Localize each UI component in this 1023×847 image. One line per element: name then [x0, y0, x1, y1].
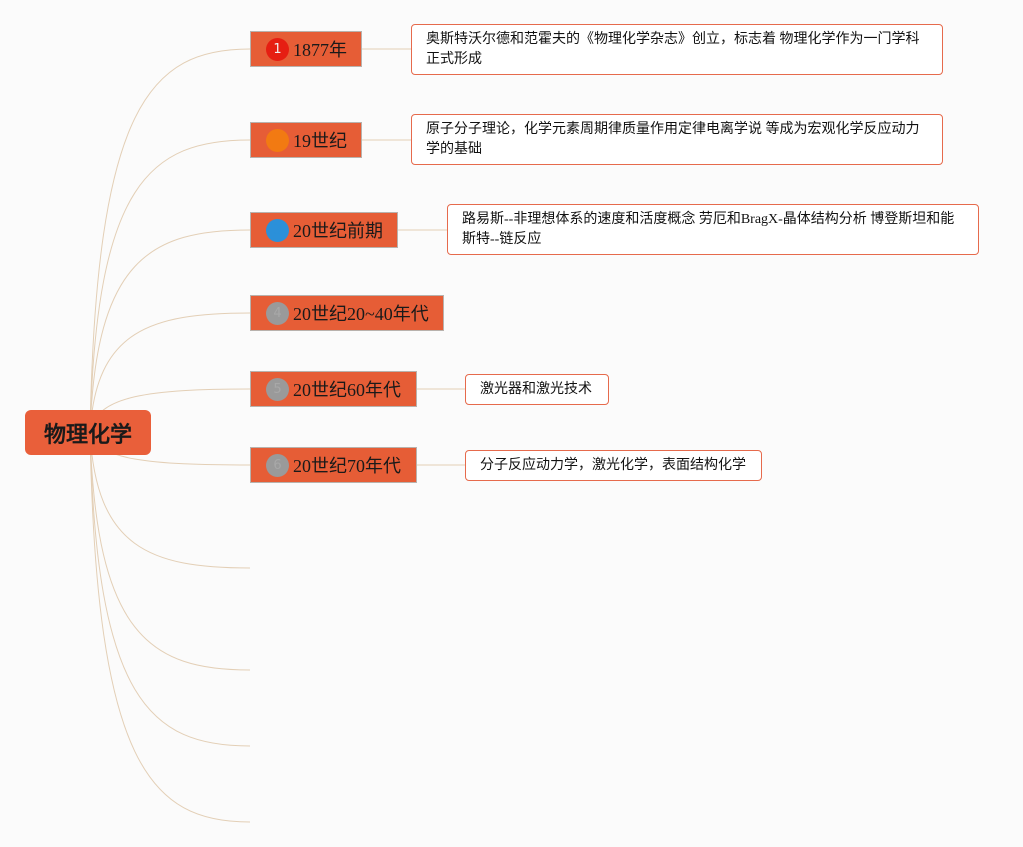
priority-6-icon: 6 — [266, 453, 289, 477]
branch-label: 20世纪60年代 — [293, 380, 401, 400]
connector-branch-4 — [89, 312, 251, 433]
priority-4-icon: 4 — [266, 301, 289, 325]
branch-node-5[interactable]: 5 20世纪60年代 — [250, 371, 417, 407]
note-text: 激光器和激光技术 — [480, 381, 592, 397]
connector-branch-1 — [89, 48, 251, 433]
root-label: 物理化学 — [43, 422, 132, 448]
connector-empty-3 — [89, 431, 251, 747]
note-text: 路易斯--非理想体系的速度和活度概念 劳厄和BragX-晶体结构分析 博登斯坦和… — [462, 212, 955, 247]
note-1: 奥斯特沃尔德和范霍夫的《物理化学杂志》创立，标志着 物理化学作为一门学科正式形成 — [411, 24, 943, 75]
note-3: 路易斯--非理想体系的速度和活度概念 劳厄和BragX-晶体结构分析 博登斯坦和… — [447, 204, 979, 255]
root-node[interactable]: 物理化学 — [25, 410, 151, 455]
priority-1-icon: 1 — [266, 37, 289, 61]
branch-label: 19世纪 — [293, 131, 347, 151]
note-text: 原子分子理论，化学元素周期律质量作用定律电离学说 等成为宏观化学反应动力学的基础 — [426, 122, 920, 157]
note-text: 奥斯特沃尔德和范霍夫的《物理化学杂志》创立，标志着 物理化学作为一门学科正式形成 — [426, 32, 920, 67]
branch-label: 20世纪20~40年代 — [293, 304, 429, 324]
note-6: 分子反应动力学，激光化学，表面结构化学 — [465, 450, 762, 481]
connector-empty-1 — [89, 431, 251, 569]
priority-3-icon: 3 — [266, 218, 289, 242]
branch-label: 20世纪70年代 — [293, 456, 401, 476]
branch-label: 1877年 — [293, 40, 347, 60]
priority-2-icon: 2 — [266, 128, 289, 152]
note-2: 原子分子理论，化学元素周期律质量作用定律电离学说 等成为宏观化学反应动力学的基础 — [411, 114, 943, 165]
note-5: 激光器和激光技术 — [465, 374, 609, 405]
branch-node-4[interactable]: 4 20世纪20~40年代 — [250, 295, 444, 331]
branch-node-3[interactable]: 3 20世纪前期 — [250, 212, 398, 248]
connector-branch-2 — [89, 139, 251, 433]
branch-node-2[interactable]: 2 19世纪 — [250, 122, 362, 158]
branch-node-1[interactable]: 1 1877年 — [250, 31, 362, 67]
connector-empty-2 — [89, 431, 251, 671]
note-text: 分子反应动力学，激光化学，表面结构化学 — [480, 457, 746, 473]
branch-label: 20世纪前期 — [293, 221, 383, 241]
connector-empty-4 — [89, 431, 251, 823]
priority-5-icon: 5 — [266, 377, 289, 401]
branch-node-6[interactable]: 6 20世纪70年代 — [250, 447, 417, 483]
connector-branch-3 — [89, 229, 251, 433]
